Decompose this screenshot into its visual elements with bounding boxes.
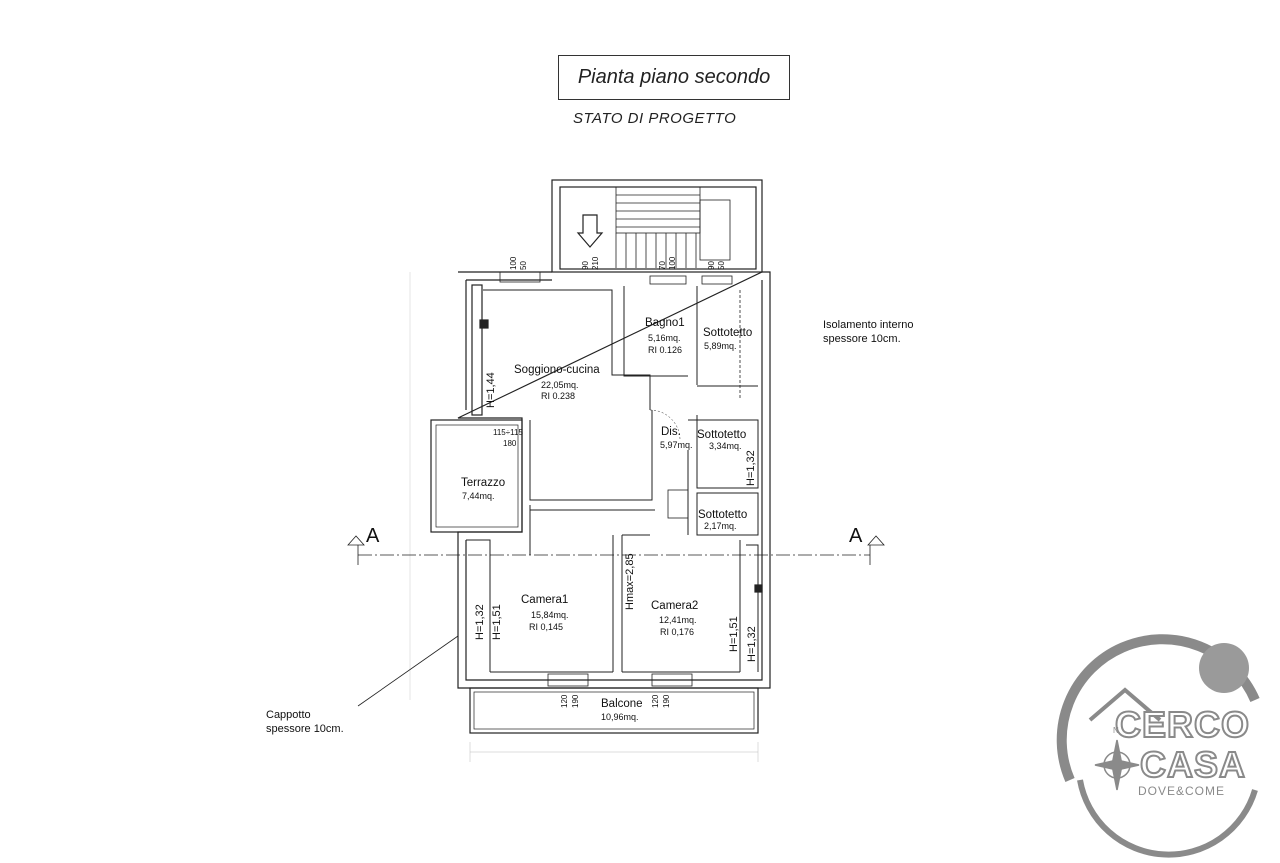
- room-sottotetto3-name: Sottotetto: [698, 509, 748, 521]
- section-label-right: A: [849, 525, 863, 547]
- room-soggiorno-name: Soggiono-cucina: [514, 364, 600, 376]
- opening-w2-100: 100: [668, 256, 677, 270]
- section-label-left: A: [366, 525, 380, 547]
- height-camera1-outer: H=1,32: [474, 604, 486, 640]
- room-camera1-area: 15,84mq.: [531, 610, 569, 620]
- page-title: Pianta piano secondo: [558, 55, 790, 100]
- room-sottotetto1-area: 5,89mq.: [704, 341, 737, 351]
- opening-w2-70: 70: [658, 261, 667, 270]
- room-balcone-name: Balcone: [601, 698, 643, 710]
- opening-balc1-120: 120: [560, 694, 569, 708]
- opening-w1-100: 100: [509, 256, 518, 270]
- opening-balc1-190: 190: [571, 694, 580, 708]
- opening-terr-115: 115÷115: [493, 428, 523, 437]
- room-camera1-ri: RI 0,145: [529, 622, 564, 632]
- room-terrazzo-name: Terrazzo: [461, 477, 506, 489]
- room-soggiorno-ri: RI 0.238: [541, 391, 576, 401]
- room-camera2-area: 12,41mq.: [659, 615, 697, 625]
- room-dis-area: 5,97mq.: [660, 440, 693, 450]
- note-cappotto-line2: spessore 10cm.: [266, 723, 344, 735]
- logo-dot: [1199, 643, 1249, 693]
- note-isolamento: Isolamento interno spessore 10cm.: [823, 318, 914, 346]
- height-hmax: Hmax=2,85: [624, 553, 636, 610]
- page-subtitle: STATO DI PROGETTO: [573, 110, 737, 127]
- opening-stair-90: 90: [581, 261, 590, 270]
- opening-terr-180: 180: [503, 439, 517, 448]
- room-camera2-ri: RI 0,176: [660, 627, 695, 637]
- room-dis-name: Dis.: [661, 426, 681, 438]
- room-bagno1-area: 5,16mq.: [648, 333, 681, 343]
- note-cappotto: Cappotto spessore 10cm.: [266, 708, 344, 736]
- room-bagno1-ri: RI 0.126: [648, 345, 683, 355]
- logo-tagline: DOVE&COME: [1138, 784, 1226, 798]
- stair-block: [551, 179, 763, 273]
- opening-w3-90: 90: [707, 261, 716, 270]
- cappotto-leader: [357, 635, 459, 707]
- opening-w1-50: 50: [519, 261, 528, 270]
- room-soggiorno-area: 22,05mq.: [541, 380, 579, 390]
- opening-balc2-190: 190: [662, 694, 671, 708]
- room-camera2-name: Camera2: [651, 600, 699, 612]
- room-sottotetto3-area: 2,17mq.: [704, 521, 737, 531]
- logo-compass-n: N: [1113, 726, 1119, 735]
- room-camera1-name: Camera1: [521, 594, 569, 606]
- terrazzo-outline: [430, 419, 523, 533]
- stair-arrow: [576, 214, 604, 248]
- compass-icon: [1094, 739, 1140, 791]
- opening-w3-50: 50: [717, 261, 726, 270]
- room-balcone-area: 10,96mq.: [601, 712, 639, 722]
- room-sottotetto2-name: Sottotetto: [697, 429, 747, 441]
- room-sottotetto1-name: Sottotetto: [703, 327, 753, 339]
- note-isolamento-line1: Isolamento interno: [823, 319, 914, 331]
- opening-balc2-120: 120: [651, 694, 660, 708]
- logo-word-cerco: CERCO: [1114, 703, 1251, 746]
- height-soggiorno: H=1,44: [485, 372, 497, 408]
- room-terrazzo-area: 7,44mq.: [462, 491, 495, 501]
- opening-stair-210: 210: [591, 256, 600, 270]
- height-camera2-outer: H=1,32: [746, 626, 758, 662]
- balcone-outline: [469, 687, 759, 734]
- logo-word-casa: CASA: [1139, 743, 1247, 786]
- room-sottotetto2-area: 3,34mq.: [709, 441, 742, 451]
- note-isolamento-line2: spessore 10cm.: [823, 333, 901, 345]
- height-camera2-inner: H=1,51: [728, 616, 740, 652]
- height-camera1-inner: H=1,51: [491, 604, 503, 640]
- note-cappotto-line1: Cappotto: [266, 709, 311, 721]
- cercocasa-logo: [1056, 634, 1260, 858]
- height-sottotetto2: H=1,32: [745, 450, 757, 486]
- room-bagno1-name: Bagno1: [645, 317, 685, 329]
